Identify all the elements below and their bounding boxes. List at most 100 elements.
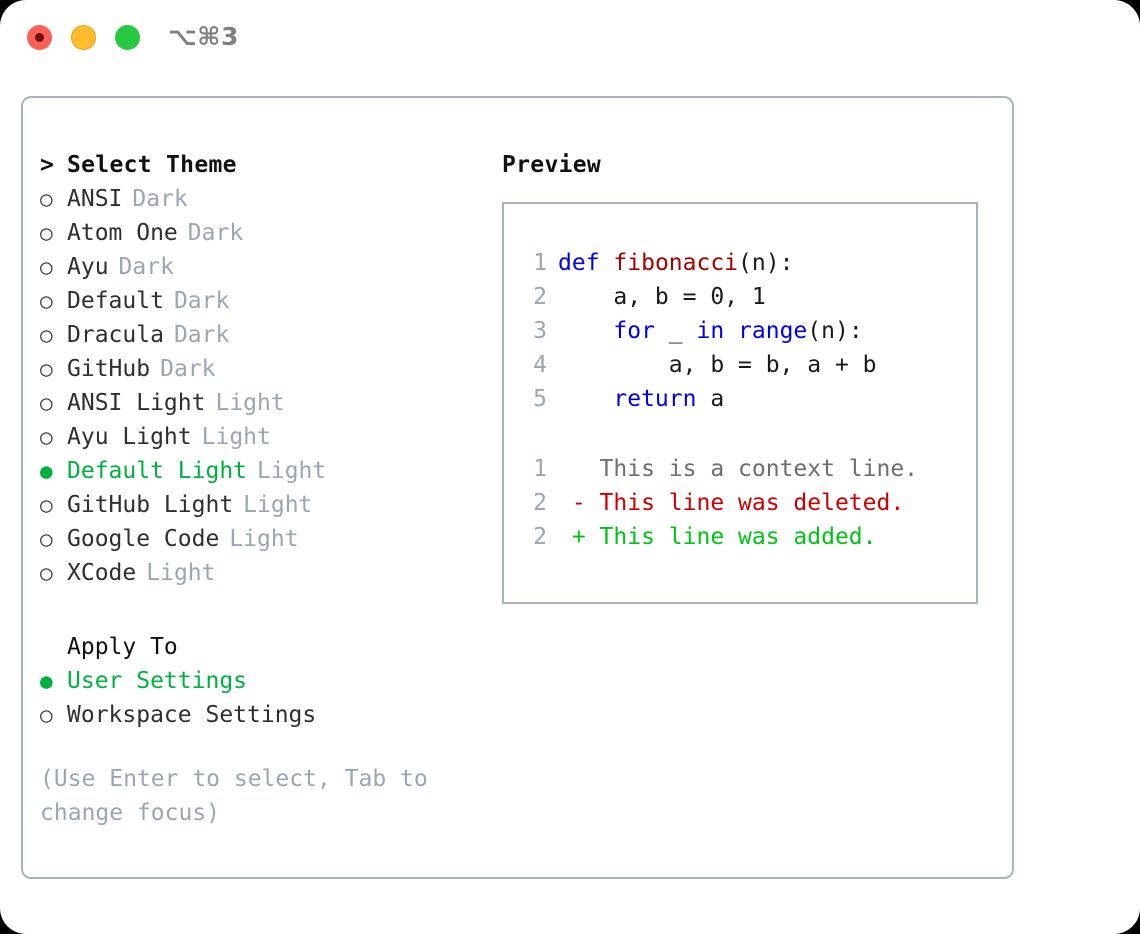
radio-unselected-icon: ○ — [40, 323, 53, 347]
radio-unselected-icon: ○ — [40, 493, 53, 517]
radio-unselected-icon: ○ — [40, 255, 53, 279]
code-token — [558, 386, 613, 412]
diff-line: 1 This is a context line. — [521, 452, 918, 486]
theme-variant-tag: Dark — [173, 322, 230, 348]
select-theme-header: > Select Theme — [40, 148, 490, 182]
diff-text: + This line was added. — [558, 524, 877, 550]
theme-variant-tag: Light — [146, 560, 216, 586]
code-line: 4 a, b = b, a + b — [521, 348, 877, 382]
theme-variant-tag: Light — [215, 390, 285, 416]
theme-variant-tag: Light — [201, 424, 271, 450]
diff-line: 2 + This line was added. — [521, 520, 918, 554]
theme-list-item[interactable]: ○ Ayu Dark — [40, 250, 490, 284]
apply-to-label: User Settings — [67, 668, 248, 694]
code-token: _ — [654, 318, 697, 344]
diff-line: 2 - This line was deleted. — [521, 486, 918, 520]
theme-variant-tag: Dark — [173, 288, 230, 314]
apply-to-header-label: Apply To — [67, 634, 178, 660]
code-token — [724, 318, 738, 344]
code-token: for — [613, 318, 655, 344]
line-number: 4 — [533, 352, 547, 378]
apply-to-item[interactable]: ● User Settings — [40, 664, 490, 698]
title-bar: ⌥⌘3 — [0, 0, 1140, 78]
line-number: 1 — [533, 250, 547, 276]
theme-list-item[interactable]: ● Default Light Light — [40, 454, 490, 488]
code-line: 2 a, b = 0, 1 — [521, 280, 877, 314]
code-line: 5 return a — [521, 382, 877, 416]
keyboard-shortcut-label: ⌥⌘3 — [168, 22, 239, 51]
minimize-button[interactable] — [71, 25, 96, 50]
prompt-caret-icon: > — [40, 152, 55, 178]
diff-text: - This line was deleted. — [558, 490, 905, 516]
apply-to-header: ○ Apply To — [40, 630, 490, 664]
theme-name: Ayu Light — [67, 424, 192, 450]
radio-unselected-icon: ○ — [40, 527, 53, 551]
radio-unselected-icon: ○ — [40, 357, 53, 381]
code-token: a, b = 0, 1 — [558, 284, 766, 310]
theme-name: Ayu — [67, 254, 109, 280]
theme-name: GitHub Light — [67, 492, 234, 518]
theme-name: Dracula — [67, 322, 164, 348]
diff-sample: 1 This is a context line.2 - This line w… — [521, 452, 918, 554]
apply-to-marker-placeholder: ○ — [40, 630, 67, 664]
code-token: a, b = b, a + b — [558, 352, 877, 378]
theme-name: ANSI Light — [67, 390, 206, 416]
theme-list-item[interactable]: ○ ANSI Light Light — [40, 386, 490, 420]
theme-variant-tag: Dark — [160, 356, 216, 382]
theme-name: Default Light — [67, 458, 248, 484]
line-number: 2 — [533, 490, 547, 516]
code-token: return — [613, 386, 697, 412]
section-spacer — [40, 590, 490, 630]
theme-variant-tag: Light — [243, 492, 313, 518]
theme-variant-tag: Light — [229, 526, 299, 552]
radio-unselected-icon: ○ — [40, 221, 53, 245]
preview-title: Preview — [502, 152, 602, 178]
theme-list-item[interactable]: ○ Default Dark — [40, 284, 490, 318]
radio-selected-icon: ● — [40, 459, 53, 483]
close-button[interactable] — [27, 25, 52, 50]
theme-variant-tag: Light — [257, 458, 327, 484]
radio-unselected-icon: ○ — [40, 703, 53, 727]
line-number: 2 — [533, 284, 547, 310]
line-number: 1 — [533, 456, 547, 482]
theme-list-item[interactable]: ○ Dracula Dark — [40, 318, 490, 352]
theme-name: Atom One — [67, 220, 178, 246]
code-token — [600, 250, 614, 276]
theme-list-item[interactable]: ○ GitHub Dark — [40, 352, 490, 386]
radio-unselected-icon: ○ — [40, 289, 53, 313]
theme-name: Default — [67, 288, 164, 314]
apply-to-item[interactable]: ○ Workspace Settings — [40, 698, 490, 732]
line-number: 2 — [533, 524, 547, 550]
radio-unselected-icon: ○ — [40, 391, 53, 415]
diff-text: This is a context line. — [558, 456, 919, 482]
theme-variant-tag: Dark — [118, 254, 174, 280]
code-line: 3 for _ in range(n): — [521, 314, 877, 348]
theme-name: GitHub — [67, 356, 151, 382]
maximize-button[interactable] — [115, 25, 140, 50]
radio-unselected-icon: ○ — [40, 561, 53, 585]
apply-to-label: Workspace Settings — [67, 702, 317, 728]
keyboard-hint: (Use Enter to select, Tab to change focu… — [40, 766, 442, 826]
code-token — [558, 318, 613, 344]
theme-list-item[interactable]: ○ GitHub Light Light — [40, 488, 490, 522]
radio-selected-icon: ● — [40, 669, 53, 693]
code-token: in — [696, 318, 725, 344]
theme-list-item[interactable]: ○ Google Code Light — [40, 522, 490, 556]
theme-name: Google Code — [67, 526, 220, 552]
window-controls — [27, 25, 140, 50]
radio-unselected-icon: ○ — [40, 187, 53, 211]
apply-to-list: ● User Settings ○ Workspace Settings — [40, 664, 490, 732]
code-token: def — [558, 250, 600, 276]
